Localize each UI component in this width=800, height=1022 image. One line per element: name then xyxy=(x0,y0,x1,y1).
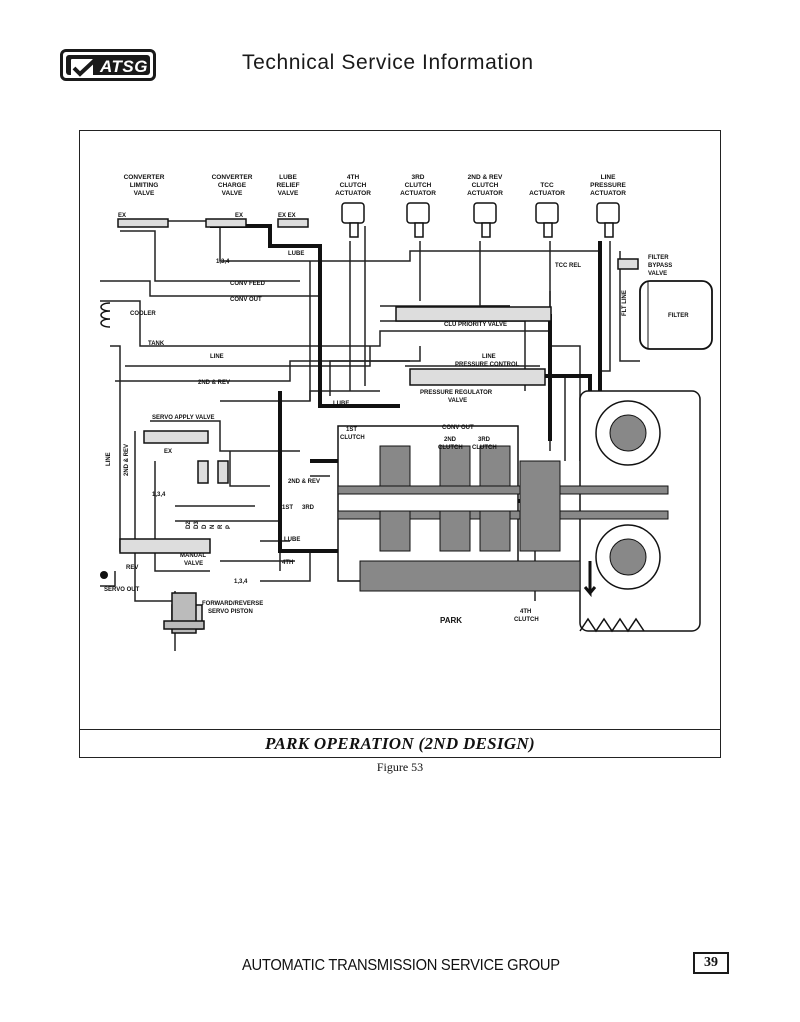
label-2nd-rev-vertical: 2ND & REV xyxy=(124,444,130,476)
label-filter: FILTER xyxy=(668,313,689,319)
label-clu-priority-valve: CLU PRIORITY VALVE xyxy=(444,322,507,328)
label-lube-low: LUBE xyxy=(284,537,300,543)
label-servo-apply-valve: SERVO APPLY VALVE xyxy=(152,415,214,421)
page-title: Technical Service Information xyxy=(242,51,534,74)
label-2nd-rev-small: 2ND & REV xyxy=(288,479,320,485)
label-ex-1: EX xyxy=(118,213,126,219)
label-line-vertical: LINE xyxy=(106,452,112,466)
gear-position-d2: D2 xyxy=(186,521,192,529)
label-tcc-rel: TCC REL xyxy=(555,263,581,269)
label-3rd-clutch-2: CLUTCH xyxy=(472,445,497,451)
gear-position-d: D xyxy=(202,524,208,529)
label-conv-out-2: CONV OUT xyxy=(442,425,474,431)
label-134-low: 1,3,4 xyxy=(234,579,248,585)
label-ex-3: EX EX xyxy=(278,213,296,219)
label-2nd-clutch-2: CLUTCH xyxy=(438,445,463,451)
label-2nd-clutch-1: 2ND xyxy=(444,437,457,443)
label-conv-out: CONV OUT xyxy=(230,297,262,303)
label-3rd-clutch-1: 3RD xyxy=(478,437,491,443)
label-4th-clutch-2: CLUTCH xyxy=(514,617,539,623)
label-fr-servo-1: FORWARD/REVERSE xyxy=(202,601,263,607)
gear-position-r: R xyxy=(218,524,224,529)
label-2nd-rev: 2ND & REV xyxy=(198,380,230,386)
label-park: PARK xyxy=(440,616,462,625)
page-number: 39 xyxy=(693,952,729,974)
label-1st-clutch-2: CLUTCH xyxy=(340,435,365,441)
label-conv-feed: CONV FEED xyxy=(230,281,266,287)
checkmark-icon xyxy=(71,58,98,77)
label-line-pc-2: PRESSURE CONTROL xyxy=(455,362,520,368)
atsg-logo: ATSG xyxy=(60,49,156,81)
label-prv-1: PRESSURE REGULATOR xyxy=(420,390,493,396)
figure-caption-bar: PARK OPERATION (2ND DESIGN) xyxy=(80,729,720,757)
label-4th-low: 4TH xyxy=(282,560,293,566)
label-fr-servo-2: SERVO PISTON xyxy=(208,609,253,615)
label-filter-bypass-3: VALVE xyxy=(648,271,667,277)
label-134-top: 1,3,4 xyxy=(216,259,230,265)
gear-position-n: N xyxy=(210,525,216,529)
label-filter-bypass-1: FILTER xyxy=(648,255,669,261)
footer-organization: AUTOMATIC TRANSMISSION SERVICE GROUP xyxy=(242,957,560,974)
label-servo-out: SERVO OUT xyxy=(104,587,140,593)
label-4th-clutch-1: 4TH xyxy=(520,609,531,615)
label-filter-bypass-2: BYPASS xyxy=(648,263,672,269)
label-tank: TANK xyxy=(148,341,165,347)
label-1st-small: 1ST xyxy=(282,505,293,511)
logo-text: ATSG xyxy=(100,57,148,76)
label-flt-line: FLT LINE xyxy=(622,290,628,316)
label-manual-1: MANUAL xyxy=(180,553,206,559)
gear-position-p: P xyxy=(226,525,232,529)
label-rev: REV xyxy=(126,565,138,571)
gear-position-d3: D3 xyxy=(194,521,200,529)
label-line-pc-1: LINE xyxy=(482,354,496,360)
label-ex-servo: EX xyxy=(164,449,172,455)
figure-caption: PARK OPERATION (2ND DESIGN) xyxy=(265,734,535,753)
figure-number: Figure 53 xyxy=(376,760,424,774)
label-cooler: COOLER xyxy=(130,311,156,317)
label-ex-2: EX xyxy=(235,213,243,219)
label-manual-2: VALVE xyxy=(184,561,203,567)
label-3rd-small: 3RD xyxy=(302,505,315,511)
label-lube-mid: LUBE xyxy=(333,401,349,407)
label-prv-2: VALVE xyxy=(448,398,467,404)
label-1st-clutch-1: 1ST xyxy=(346,427,357,433)
label-134-mid: 1,3,4 xyxy=(152,492,166,498)
label-line-mid: LINE xyxy=(210,354,224,360)
label-lube-top: LUBE xyxy=(288,251,304,257)
